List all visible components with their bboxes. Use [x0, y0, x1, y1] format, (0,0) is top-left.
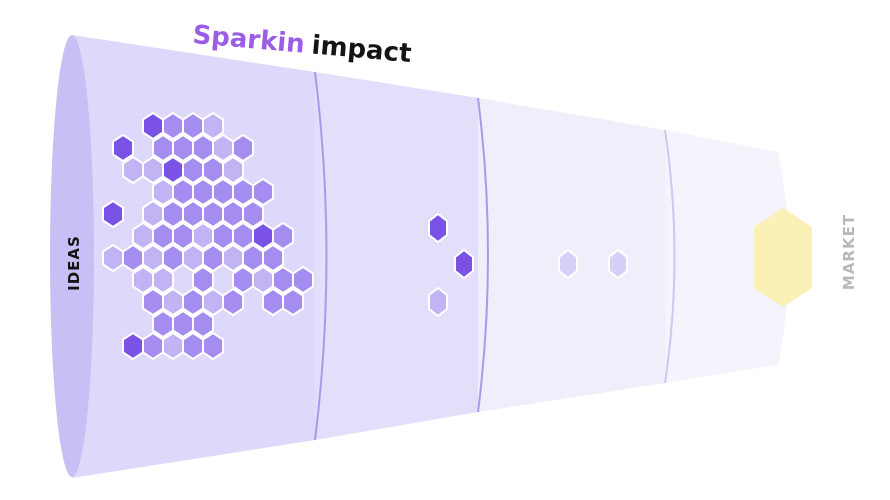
idea-hex [142, 331, 164, 361]
idea-hex [192, 133, 214, 163]
idea-hex [222, 199, 244, 229]
idea-hex [162, 243, 184, 273]
idea-hex [192, 177, 214, 207]
idea-hex [152, 309, 174, 339]
idea-hex [182, 287, 204, 317]
idea-hex [142, 243, 164, 273]
idea-hex [202, 243, 224, 273]
idea-hex [162, 155, 184, 185]
stage2-hex [428, 212, 448, 244]
idea-hex [172, 177, 194, 207]
stage3-hex [608, 248, 628, 280]
stage-divider-1 [314, 71, 328, 441]
idea-hex [222, 287, 244, 317]
idea-hex [262, 287, 284, 317]
stage2-hex-group [428, 212, 474, 318]
idea-hex [192, 221, 214, 251]
stage2-hex [428, 286, 448, 318]
idea-hex [232, 177, 254, 207]
idea-hex [202, 331, 224, 361]
idea-hex [202, 199, 224, 229]
idea-hex [132, 265, 154, 295]
idea-hex [152, 177, 174, 207]
idea-hex [132, 221, 154, 251]
idea-hex [152, 133, 174, 163]
idea-hex [202, 287, 224, 317]
idea-hex [252, 221, 274, 251]
idea-hex [252, 177, 274, 207]
stage3-hex [558, 248, 578, 280]
idea-hex [112, 133, 134, 163]
idea-hex [222, 243, 244, 273]
idea-hex [182, 331, 204, 361]
idea-hex [162, 199, 184, 229]
ideas-hex-cluster [102, 111, 314, 361]
idea-hex [262, 243, 284, 273]
title-rest: impact [310, 30, 412, 69]
idea-hex [272, 265, 294, 295]
idea-hex [162, 111, 184, 141]
idea-hex [232, 265, 254, 295]
idea-hex [152, 265, 174, 295]
idea-hex [292, 265, 314, 295]
idea-hex [192, 309, 214, 339]
idea-hex [182, 243, 204, 273]
idea-hex [192, 265, 214, 295]
idea-hex [122, 331, 144, 361]
idea-hex [222, 155, 244, 185]
idea-hex [172, 221, 194, 251]
idea-hex [232, 133, 254, 163]
idea-hex [182, 155, 204, 185]
idea-hex [232, 221, 254, 251]
stage-divider-2 [477, 97, 489, 413]
idea-hex [212, 177, 234, 207]
funnel-stage-4 [665, 130, 789, 383]
stage3-hex-group [558, 248, 628, 280]
idea-hex [102, 243, 124, 273]
idea-hex [242, 199, 264, 229]
idea-hex [172, 309, 194, 339]
market-label: MARKET [840, 214, 858, 290]
idea-hex [212, 221, 234, 251]
title-brand: Sparkin [191, 20, 306, 60]
stage2-hex [454, 248, 474, 280]
funnel-stage-2 [315, 72, 478, 440]
funnel-mouth [50, 35, 94, 477]
idea-hex [122, 243, 144, 273]
idea-hex [152, 221, 174, 251]
idea-hex [102, 199, 124, 229]
stage-divider-3 [664, 129, 676, 384]
idea-hex [142, 199, 164, 229]
idea-hex [162, 287, 184, 317]
idea-hex [202, 111, 224, 141]
idea-hex [142, 111, 164, 141]
idea-hex [142, 155, 164, 185]
idea-hex [252, 265, 274, 295]
idea-hex [282, 287, 304, 317]
ideas-label: IDEAS [65, 235, 83, 291]
idea-hex [142, 287, 164, 317]
market-hex [754, 208, 812, 307]
idea-hex [182, 199, 204, 229]
idea-hex [182, 111, 204, 141]
idea-hex [202, 155, 224, 185]
idea-hex [162, 331, 184, 361]
idea-hex [122, 155, 144, 185]
idea-hex [172, 133, 194, 163]
idea-hex [272, 221, 294, 251]
idea-hex [242, 243, 264, 273]
idea-hex [212, 133, 234, 163]
